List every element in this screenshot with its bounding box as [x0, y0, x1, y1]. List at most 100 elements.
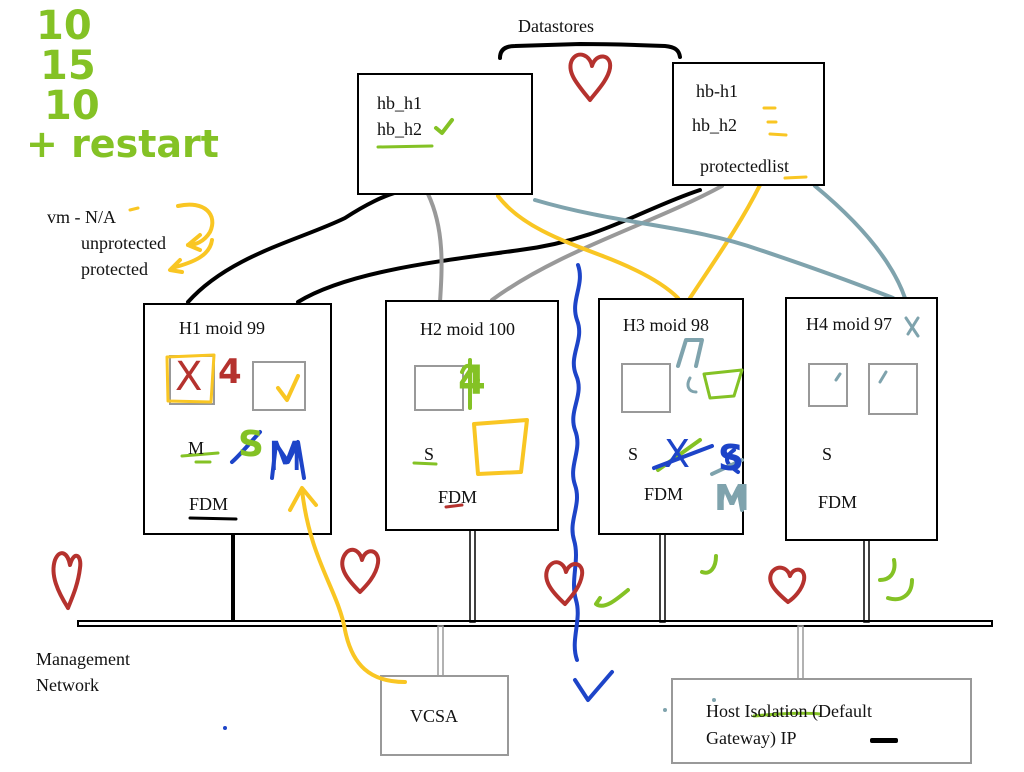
host-h3-agent: FDM	[644, 484, 684, 504]
vm-box-h4-2	[868, 363, 918, 415]
network-drop-vcsa	[437, 625, 444, 677]
wire-h3-hb2	[688, 183, 762, 300]
network-drop-h3	[659, 533, 666, 623]
host-h2-role: S	[424, 444, 435, 464]
h3-teal-mark-2	[686, 376, 698, 394]
management-network	[77, 529, 993, 681]
vcsa-label: VCSA	[410, 706, 459, 726]
h1-vm2-check	[276, 374, 300, 402]
network-label-2: Network	[36, 675, 99, 695]
vm-box-h2-1	[414, 365, 464, 411]
heart-icon	[340, 547, 381, 594]
h3-teal-m-stroke	[718, 486, 744, 512]
wire-h2-hb2	[490, 184, 724, 302]
h2-s-underline	[412, 461, 438, 466]
h3-blue-strokes	[652, 444, 740, 474]
legend-dash	[128, 206, 140, 212]
network-bus	[77, 620, 993, 627]
h3-teal-mark-1	[676, 338, 704, 368]
h4-teal-ticks	[834, 370, 888, 384]
isolation-line1: Host Isolation (Default	[706, 701, 872, 721]
isolation-line2: Gateway) IP	[706, 728, 797, 748]
legend-arrowhead-1	[186, 233, 202, 252]
h1-x-mark: X	[175, 354, 203, 400]
h3-green-box	[702, 368, 744, 400]
host-h2-title: H2 moid 100	[420, 319, 516, 339]
hb-h2-underline	[376, 144, 434, 149]
scribble-number-1: 10	[36, 3, 92, 49]
blue-check	[573, 670, 614, 702]
network-drop-h1	[231, 534, 235, 622]
hb-h2-check	[434, 118, 454, 135]
host-h3-role: S	[628, 444, 639, 464]
dot	[712, 698, 716, 702]
ds-left-item2: hb_h2	[377, 119, 422, 139]
scribble-restart: + restart	[26, 122, 219, 166]
legend-unprotected: unprotected	[81, 233, 166, 253]
h2-green-4: 4	[458, 358, 486, 404]
heart-icon	[544, 560, 585, 606]
wire-h3-hb1	[496, 194, 680, 300]
vcsa-to-h1-arrow	[288, 486, 407, 684]
heart-icon	[51, 551, 83, 610]
datastores-title: Datastores	[518, 16, 594, 36]
isolation-box	[671, 678, 972, 764]
vcsa-box	[380, 675, 509, 756]
green-check-mark	[878, 558, 914, 602]
host-h4-agent: FDM	[818, 492, 858, 512]
legend-protected: protected	[81, 259, 148, 279]
host-h2-agent: FDM	[438, 487, 478, 507]
ds-right-item3: protectedlist	[700, 156, 789, 176]
host-h4-title: H4 moid 97	[806, 314, 893, 334]
h1-blue-m: M	[268, 434, 303, 480]
green-check-mark	[594, 588, 630, 608]
wire-h4-hb1	[533, 198, 895, 300]
legend-vm: vm - N/A	[47, 207, 116, 227]
dot	[663, 708, 667, 712]
h1-m-underline	[180, 451, 220, 464]
isolation-underline	[752, 711, 822, 718]
ds-left-item1: hb_h1	[377, 93, 422, 113]
heart-icon	[768, 565, 807, 604]
vm-box-h1-1	[169, 355, 215, 405]
dot	[223, 726, 227, 730]
datastore-connections	[186, 183, 907, 304]
h1-fdm-underline	[188, 516, 238, 521]
ds-right-item2: hb_h2	[692, 115, 737, 135]
h1-blue-m-stroke	[270, 440, 306, 480]
network-label-1: Management	[36, 649, 130, 669]
h3-blue-x: X	[664, 432, 691, 476]
scribble-number-2: 15	[40, 43, 96, 89]
network-drop-gateway	[797, 625, 804, 681]
right-ds-dashes	[762, 106, 788, 137]
h1-green-s: S	[238, 424, 264, 465]
h2-green-mark	[460, 358, 480, 410]
datastore-box-left	[357, 73, 533, 195]
datastore-box-right	[672, 62, 825, 186]
network-drop-h2	[469, 529, 476, 623]
wire-h1-hb1	[186, 190, 400, 304]
wire-h2-hb1	[426, 192, 444, 304]
host-h1-title: H1 moid 99	[179, 318, 266, 338]
host-box-h2	[385, 300, 559, 531]
host-h1-role: M	[188, 438, 205, 458]
datastores-brace	[498, 42, 682, 60]
h1-note-4: 4	[218, 352, 242, 392]
h3-blue-s: S	[718, 438, 744, 479]
green-check-mark	[700, 554, 718, 575]
host-h3-title: H3 moid 98	[623, 315, 710, 335]
vm-boxes	[169, 355, 918, 415]
h4-teal-x	[904, 316, 920, 338]
ds-right-item1: hb-h1	[696, 81, 738, 101]
vm-box-h4-1	[808, 363, 848, 407]
h3-teal-stroke	[710, 458, 744, 476]
host-box-h3	[598, 298, 744, 535]
gateway-bar	[870, 738, 898, 743]
h3-teal-m: M	[714, 478, 750, 519]
h1-vm1-highlight	[165, 353, 216, 404]
h1-blue-slash	[230, 430, 262, 464]
vm-box-h3-1	[621, 363, 671, 413]
host-h4-role: S	[822, 444, 833, 464]
legend-arrow-unprotected	[176, 202, 215, 247]
